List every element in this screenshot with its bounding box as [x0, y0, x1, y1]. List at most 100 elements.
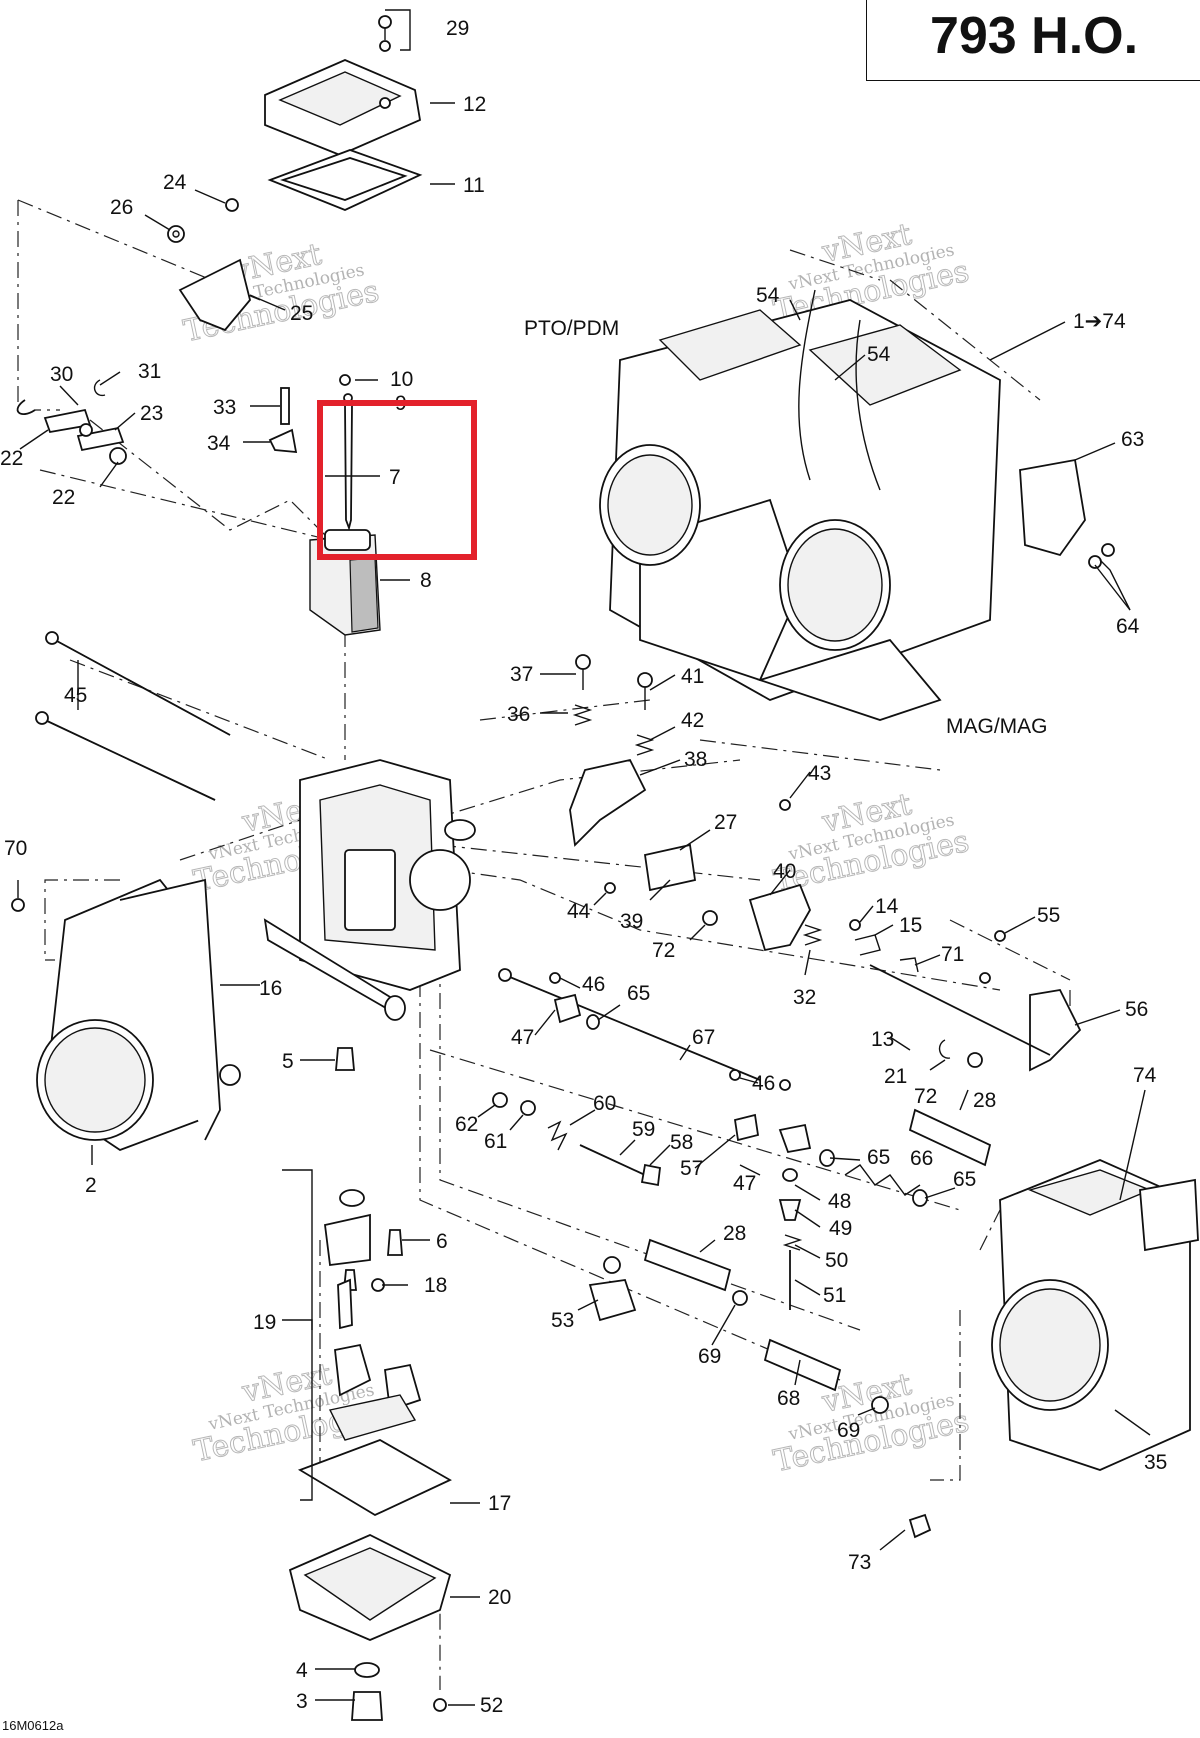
callout-58: 58	[670, 1131, 693, 1154]
callout-8: 8	[420, 569, 432, 592]
lever-25	[178, 258, 251, 332]
callout-62: 62	[455, 1113, 478, 1136]
callout-11: 11	[463, 174, 485, 197]
callout-21: 21	[884, 1065, 907, 1088]
leader-lines	[17, 9, 1151, 1706]
callout-7: 7	[389, 466, 401, 489]
gasket-16	[119, 878, 221, 1141]
washer-72	[702, 910, 718, 926]
tube-28b	[643, 1238, 732, 1292]
callout-56: 56	[1125, 998, 1148, 1021]
washer-22	[109, 447, 127, 465]
callout-40: 40	[773, 860, 796, 883]
callout-22b: 22	[52, 486, 75, 509]
callout-34: 34	[207, 432, 231, 455]
callout-12: 12	[463, 93, 486, 116]
callout-63: 63	[1121, 428, 1144, 451]
carburetor-bottom-right	[991, 1159, 1199, 1471]
clamp-69b	[871, 1396, 889, 1414]
cover-washer	[379, 40, 391, 52]
throttle-linkage-middle	[569, 654, 1082, 1072]
callout-65b: 65	[867, 1146, 890, 1169]
float-bowl-assembly	[288, 1189, 452, 1721]
screw-52	[433, 1698, 447, 1712]
link-plate-2	[76, 426, 125, 452]
callout-26: 26	[110, 196, 133, 219]
callout-25: 25	[290, 302, 313, 325]
callout-54b: 54	[867, 343, 891, 366]
fitting-53	[588, 1279, 637, 1322]
callout-57: 57	[680, 1157, 703, 1180]
callout-47a: 47	[511, 1026, 534, 1049]
callout-44: 44	[567, 900, 591, 923]
twin-carburetor-top	[599, 289, 1115, 721]
screw-55a	[994, 930, 1006, 942]
clamp-69a	[732, 1290, 748, 1306]
screw-24	[225, 198, 239, 212]
cover-screw	[378, 15, 392, 29]
callout-17: 17	[488, 1492, 511, 1515]
callout-50: 50	[825, 1249, 848, 1272]
clip-30	[16, 399, 36, 415]
highlight-box	[317, 400, 477, 560]
drain-plug	[351, 1691, 383, 1721]
sensor-63	[1019, 458, 1086, 557]
mag-label: MAG/MAG	[946, 715, 1048, 738]
callout-60: 60	[593, 1092, 616, 1115]
tube-28a	[908, 1108, 992, 1167]
clip-10	[339, 374, 351, 386]
callout-28a: 28	[973, 1089, 996, 1112]
callout-64: 64	[1116, 615, 1140, 638]
callout-74: 74	[1133, 1064, 1157, 1087]
screw-64a	[1101, 543, 1115, 557]
callout-67: 67	[692, 1026, 715, 1049]
callout-71: 71	[941, 943, 964, 966]
model-title: 793 H.O.	[929, 7, 1139, 65]
bracket-56	[1029, 989, 1082, 1072]
carburetor-body	[263, 759, 476, 1021]
callout-33: 33	[213, 396, 236, 419]
model-title-box: 793 H.O.	[866, 0, 1200, 81]
callout-32: 32	[793, 986, 816, 1009]
screw-55b	[979, 972, 991, 984]
spring-31	[93, 379, 106, 397]
tube-68	[763, 1338, 842, 1392]
callout-15: 15	[899, 914, 922, 937]
cap-73	[908, 1513, 932, 1539]
callout-6: 6	[436, 1230, 448, 1253]
callout-38: 38	[684, 748, 707, 771]
screw-44	[604, 882, 616, 894]
callout-46b: 46	[752, 1072, 775, 1095]
callout-51: 51	[823, 1284, 846, 1307]
callout-61: 61	[484, 1130, 507, 1153]
callout-53: 53	[551, 1309, 574, 1332]
callout-55: 55	[1037, 904, 1060, 927]
callout-52: 52	[480, 1694, 503, 1717]
screw-64b	[1088, 555, 1102, 569]
callout-27: 27	[714, 811, 737, 834]
callout-41: 41	[681, 665, 704, 688]
callout-72a: 72	[652, 939, 675, 962]
screw-70	[11, 898, 25, 912]
callout-72b: 72	[914, 1085, 937, 1108]
screw-33	[280, 387, 290, 425]
callout-39: 39	[620, 910, 643, 933]
callout-18: 18	[424, 1274, 447, 1297]
callout-37: 37	[510, 663, 533, 686]
lever-47	[553, 993, 582, 1024]
callout-22a: 22	[0, 447, 23, 470]
throttle-linkage-lower	[492, 968, 992, 1539]
callout-29: 29	[446, 17, 469, 40]
callout-54a: 54	[756, 284, 780, 307]
callout-14: 14	[875, 895, 899, 918]
pto-label: PTO/PDM	[524, 317, 619, 340]
part-number-labels: 29 12 11 24 26 25 30 31 23 22 22 33 34 1…	[0, 17, 1167, 1717]
callout-49: 49	[829, 1217, 852, 1240]
callout-30: 30	[50, 363, 73, 386]
drawing-code: 16M0612a	[2, 1718, 64, 1733]
spring-27	[643, 843, 697, 892]
callout-42: 42	[681, 709, 704, 732]
callout-19: 19	[253, 1311, 276, 1334]
callout-45: 45	[64, 684, 87, 707]
